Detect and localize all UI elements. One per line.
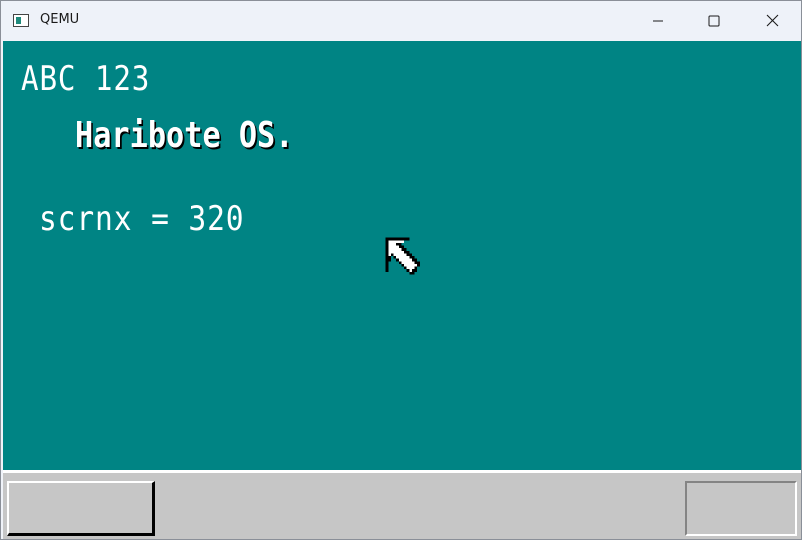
- taskbar: [3, 470, 801, 539]
- maximize-icon: [708, 15, 720, 26]
- window-title: QEMU: [40, 12, 80, 27]
- text-line-scrnx: scrnx = 320: [39, 199, 245, 239]
- text-line-abc: ABC 123: [21, 59, 151, 99]
- mouse-cursor-icon: [385, 237, 420, 275]
- app-icon-fill: [16, 17, 21, 24]
- start-button[interactable]: [7, 481, 155, 536]
- emulator-screen[interactable]: ABC 123 Haribote OS. scrnx = 320: [3, 41, 801, 470]
- tray-area: [685, 481, 797, 536]
- close-icon: [766, 14, 778, 27]
- maximize-button[interactable]: [685, 1, 743, 40]
- minimize-button[interactable]: [629, 1, 687, 40]
- minimize-icon: [653, 20, 663, 21]
- title-bar[interactable]: QEMU: [1, 1, 801, 40]
- qemu-app-icon: [13, 14, 29, 27]
- text-line-os-name: Haribote OS.: [75, 115, 294, 156]
- close-button[interactable]: [743, 1, 801, 40]
